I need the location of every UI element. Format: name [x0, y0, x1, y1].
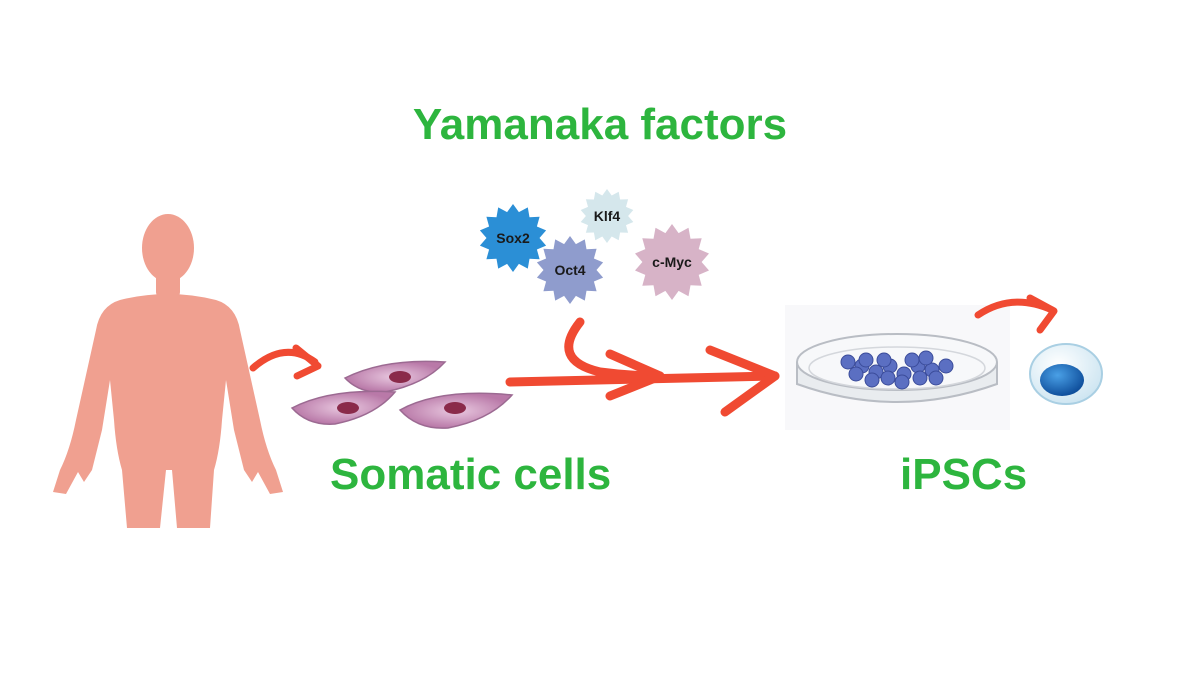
somatic-cell [290, 390, 397, 425]
factor-label: Klf4 [594, 208, 621, 224]
human-silhouette-icon [53, 214, 283, 528]
colony-cell [840, 354, 856, 370]
colony-cell [858, 352, 874, 368]
somatic-cell [398, 392, 514, 429]
colony-cell [848, 366, 864, 382]
colony-cell [928, 370, 944, 386]
colony-cell [880, 370, 896, 386]
ipsc-colony [840, 350, 954, 390]
somatic-cell [343, 360, 447, 393]
colony-cell [904, 352, 920, 368]
colony-cell [912, 370, 928, 386]
colony-cell [894, 374, 910, 390]
factor-star-shape [479, 204, 547, 272]
arrow-to-somatic [249, 344, 322, 380]
colony-cell [918, 350, 934, 366]
colony-cell [864, 372, 880, 388]
ipsc-label: iPSCs [900, 450, 1028, 499]
factor-label: Oct4 [554, 262, 585, 278]
stem-cell-icon [1029, 343, 1103, 405]
factor-oct4: Oct4 [536, 236, 604, 304]
colony-cell [876, 352, 892, 368]
arrow-to-stem-cell [974, 294, 1058, 334]
petri-dish-icon [785, 305, 1010, 430]
factor-c-myc: c-Myc [635, 224, 709, 300]
factor-label: c-Myc [652, 254, 692, 270]
factor-star-shape [580, 189, 634, 243]
factor-sox2: Sox2 [479, 204, 547, 272]
factor-label: Sox2 [496, 230, 530, 246]
factor-star-shape [635, 224, 709, 300]
diagram-title: Yamanaka factors [412, 100, 788, 149]
somatic-cells-label: Somatic cells [330, 450, 612, 499]
reprogramming-arrow [505, 317, 780, 417]
factor-star-shape [536, 236, 604, 304]
somatic-cell-icon [290, 360, 514, 429]
colony-cell [938, 358, 954, 374]
factor-klf4: Klf4 [580, 189, 634, 243]
